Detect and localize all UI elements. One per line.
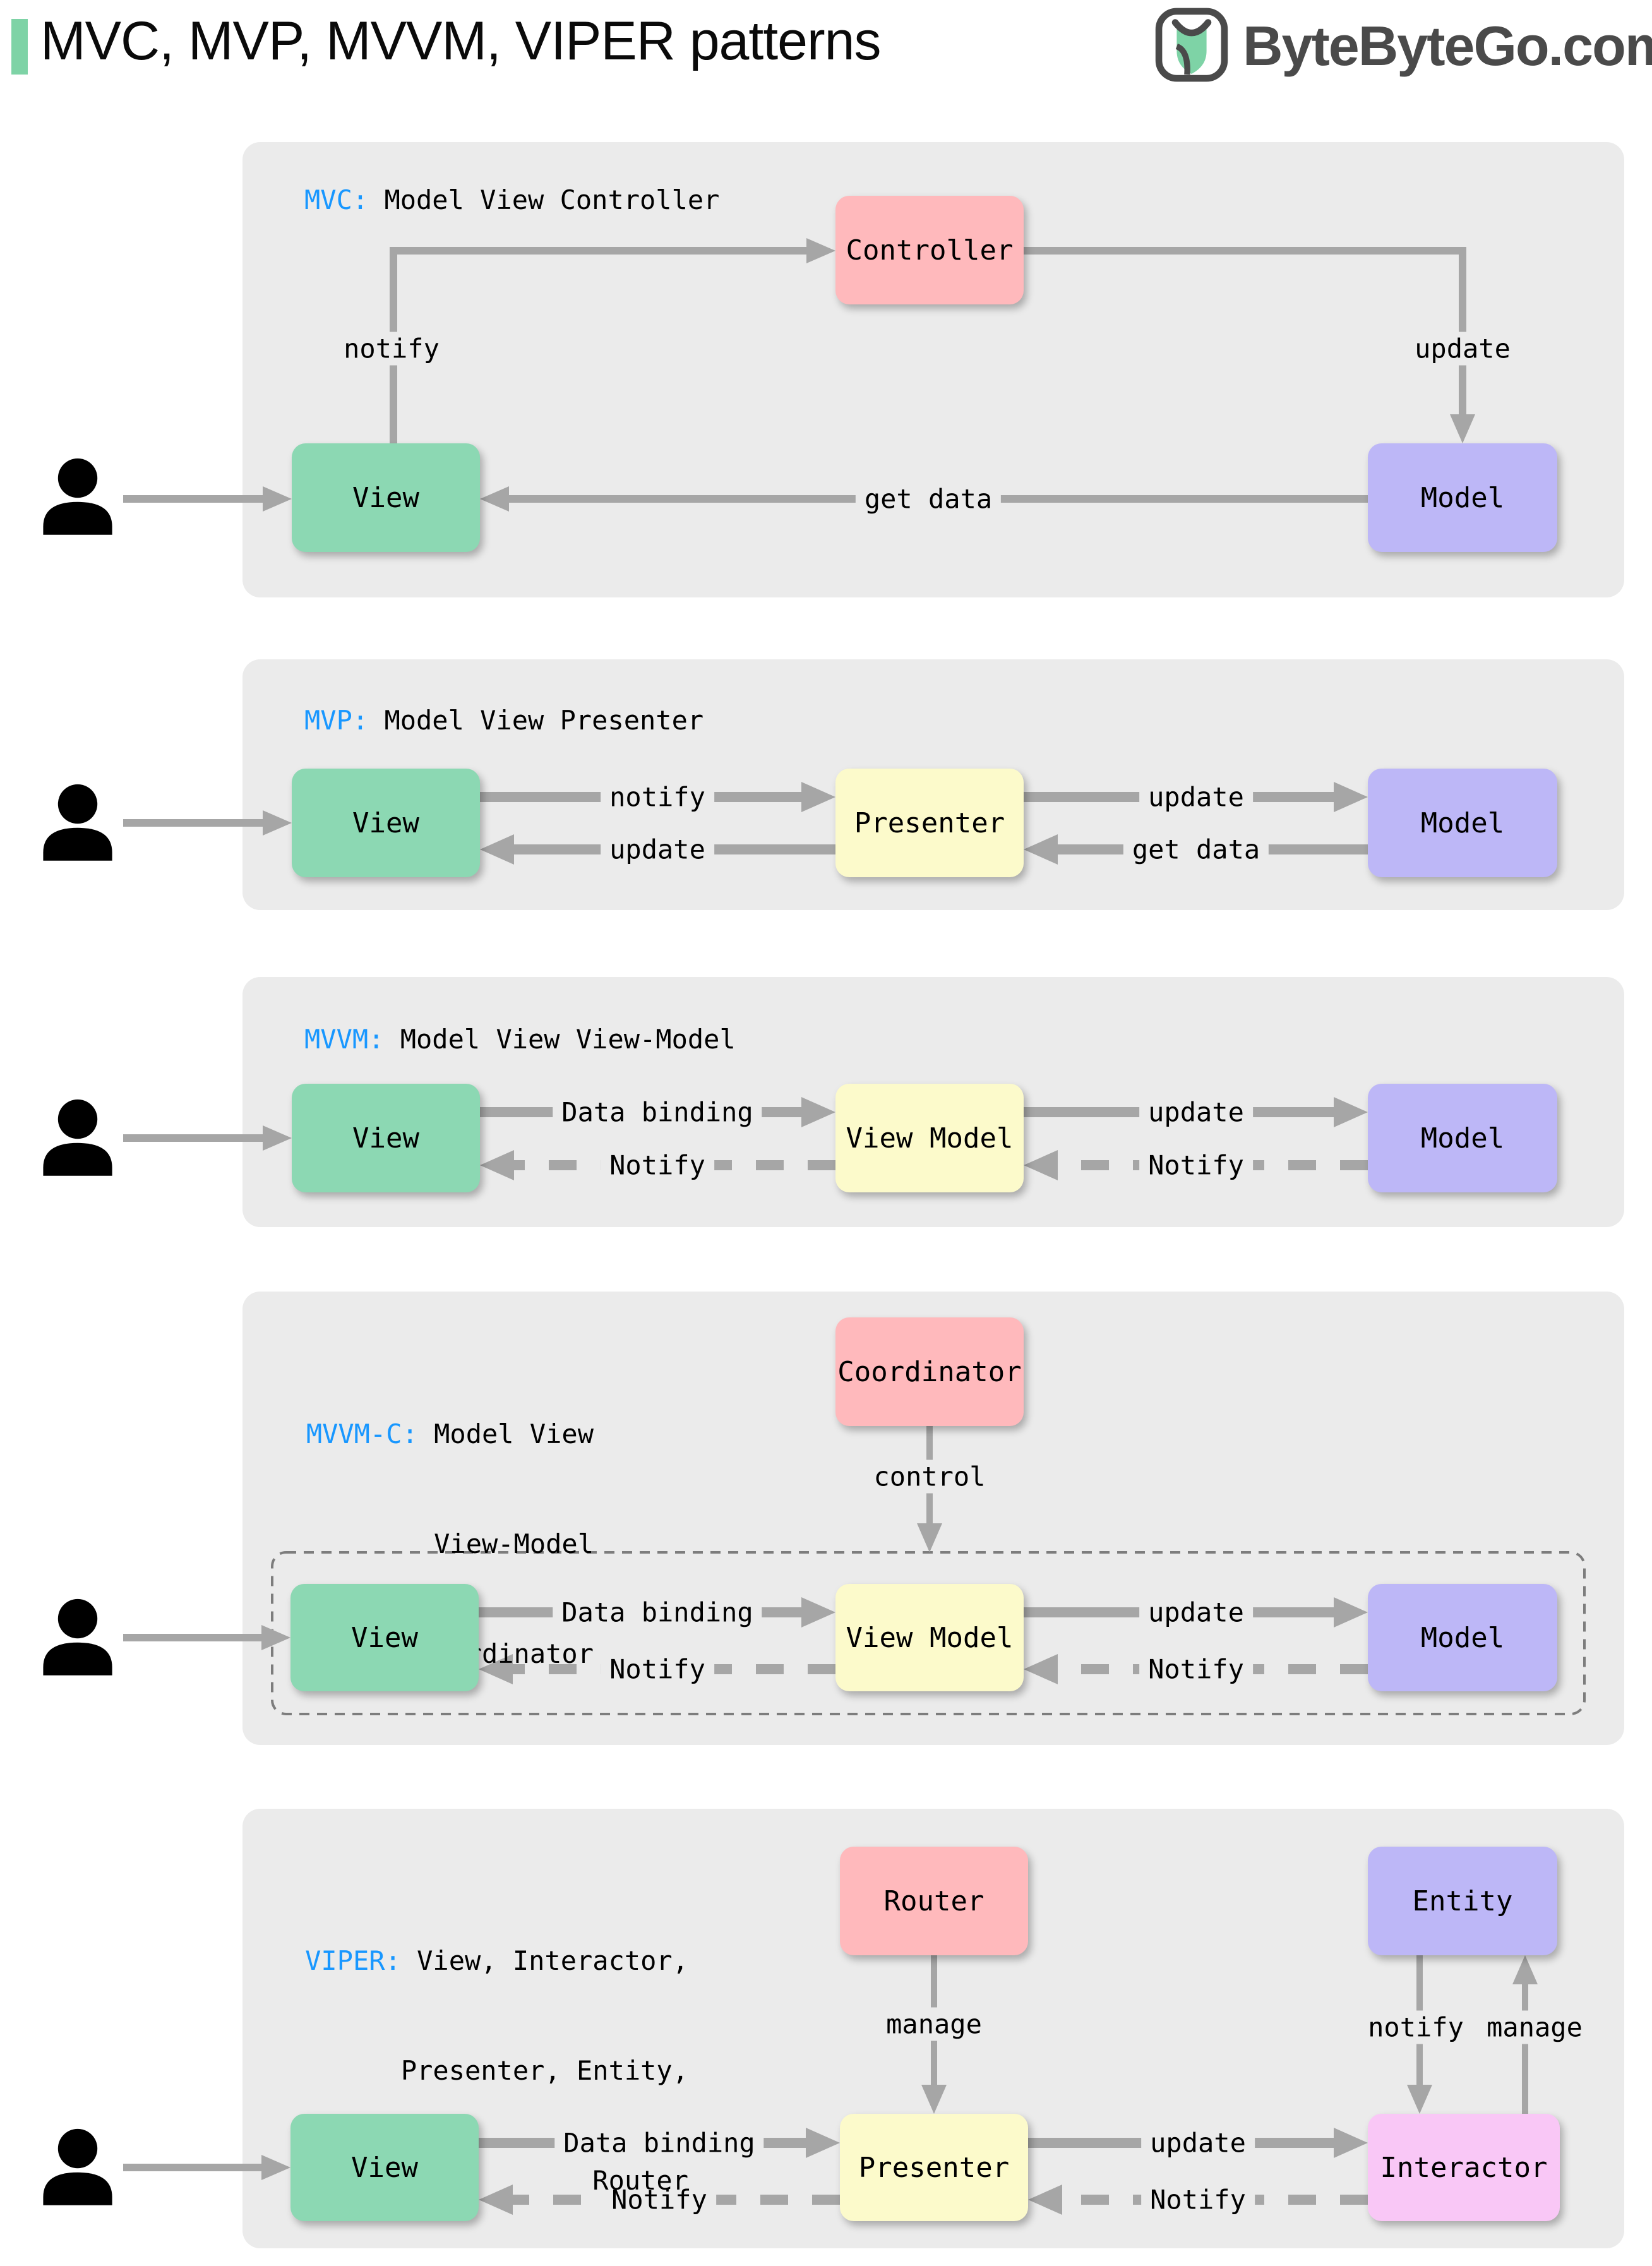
mvvm-c-view-node: View	[290, 1584, 479, 1691]
viper-section-title: VIPER: View, Interactor, Presenter, Enti…	[297, 1869, 688, 2266]
mvvm-user-icon	[43, 1099, 112, 1176]
title-accent-bar	[11, 19, 28, 75]
mvvm-c-control-label: control	[865, 1460, 995, 1494]
mvp-model-node: Model	[1368, 769, 1557, 877]
viper-update-label: update	[1141, 2126, 1255, 2160]
mvvm-abbr: MVVM:	[304, 1024, 385, 1055]
mvp-update-top-label: update	[1139, 780, 1253, 814]
brand-logo: ByteByteGo.com	[1154, 8, 1652, 85]
mvvm-notify-left-label: Notify	[601, 1148, 714, 1182]
mvc-notify-label: notify	[335, 332, 448, 366]
viper-interactor-node: Interactor	[1368, 2114, 1560, 2221]
viper-entity-node: Entity	[1368, 1847, 1557, 1955]
mvp-notify-label: notify	[601, 780, 714, 814]
mvvm-c-abbr: MVVM-C:	[306, 1418, 418, 1449]
mvc-user-icon	[43, 458, 112, 535]
page-title: MVC, MVP, MVVM, VIPER patterns	[40, 11, 881, 71]
mvp-section-title: MVP: Model View Presenter	[304, 702, 703, 739]
mvvm-notify-right-label: Notify	[1139, 1148, 1253, 1182]
mvvm-c-notify-left-label: Notify	[601, 1652, 714, 1686]
mvvm-model-node: Model	[1368, 1084, 1557, 1192]
viper-data-binding-label: Data binding	[554, 2126, 764, 2160]
mvvm-c-update-label: update	[1139, 1595, 1253, 1629]
mvc-view-node: View	[292, 443, 480, 552]
viper-presenter-node: Presenter	[840, 2114, 1028, 2221]
mvvm-section-title: MVVM: Model View View-Model	[304, 1021, 736, 1058]
mvc-name: Model View Controller	[368, 184, 720, 215]
arrowheads	[261, 238, 1538, 2215]
viper-notify-right-label: Notify	[1141, 2183, 1255, 2217]
mvc-section-title: MVC: Model View Controller	[304, 182, 719, 219]
mvc-model-node: Model	[1368, 443, 1557, 552]
mvvm-view-node: View	[292, 1084, 480, 1192]
mvp-get-data-label: get data	[1123, 832, 1269, 866]
mvp-update-bottom-label: update	[601, 832, 714, 866]
mvp-presenter-node: Presenter	[835, 769, 1024, 877]
mvvm-c-name-line2: View-Model	[434, 1528, 594, 1559]
viper-name-line1: View, Interactor,	[400, 1945, 688, 1976]
mvvm-data-binding-label: Data binding	[553, 1095, 762, 1129]
viper-view-node: View	[290, 2114, 479, 2221]
mvvm-c-coordinator-node: Coordinator	[835, 1317, 1024, 1426]
mvc-abbr: MVC:	[304, 184, 369, 215]
mvvm-c-notify-right-label: Notify	[1139, 1652, 1253, 1686]
mvp-view-node: View	[292, 769, 480, 877]
viper-name-line2: Presenter, Entity,	[400, 2055, 688, 2086]
mvvm-name: Model View View-Model	[384, 1024, 736, 1055]
mvvm-view-model-node: View Model	[835, 1084, 1024, 1192]
viper-router-node: Router	[840, 1847, 1028, 1955]
mvp-user-icon	[43, 784, 112, 861]
mvvm-c-data-binding-label: Data binding	[553, 1595, 762, 1629]
mvvm-c-model-node: Model	[1368, 1584, 1557, 1691]
brand-name: ByteByteGo.com	[1243, 15, 1652, 77]
viper-notify-entity-label: notify	[1359, 2010, 1473, 2044]
viper-manage-label: manage	[877, 2007, 991, 2041]
mvvm-c-name-line1: Model View	[417, 1418, 594, 1449]
mvc-get-data-label: get data	[855, 482, 1002, 516]
mvp-name: Model View Presenter	[368, 705, 704, 736]
viper-name-line3: Router	[592, 2165, 688, 2196]
mvp-abbr: MVP:	[304, 705, 369, 736]
mvvm-c-user-icon	[43, 1598, 112, 1676]
mvc-controller-node: Controller	[835, 196, 1024, 304]
mvvm-c-view-model-node: View Model	[835, 1584, 1024, 1691]
viper-notify-left-label: Notify	[602, 2183, 716, 2217]
mvvm-update-label: update	[1139, 1095, 1253, 1129]
mvc-update-label: update	[1406, 332, 1519, 366]
viper-abbr: VIPER:	[305, 1945, 401, 1976]
viper-manage-entity-label: manage	[1478, 2010, 1591, 2044]
bytebytego-logo-icon	[1154, 8, 1229, 85]
mvvm-c-section-title: MVVM-C: Model View View-Model Coordinato…	[297, 1343, 594, 1746]
viper-user-icon	[43, 2128, 112, 2205]
